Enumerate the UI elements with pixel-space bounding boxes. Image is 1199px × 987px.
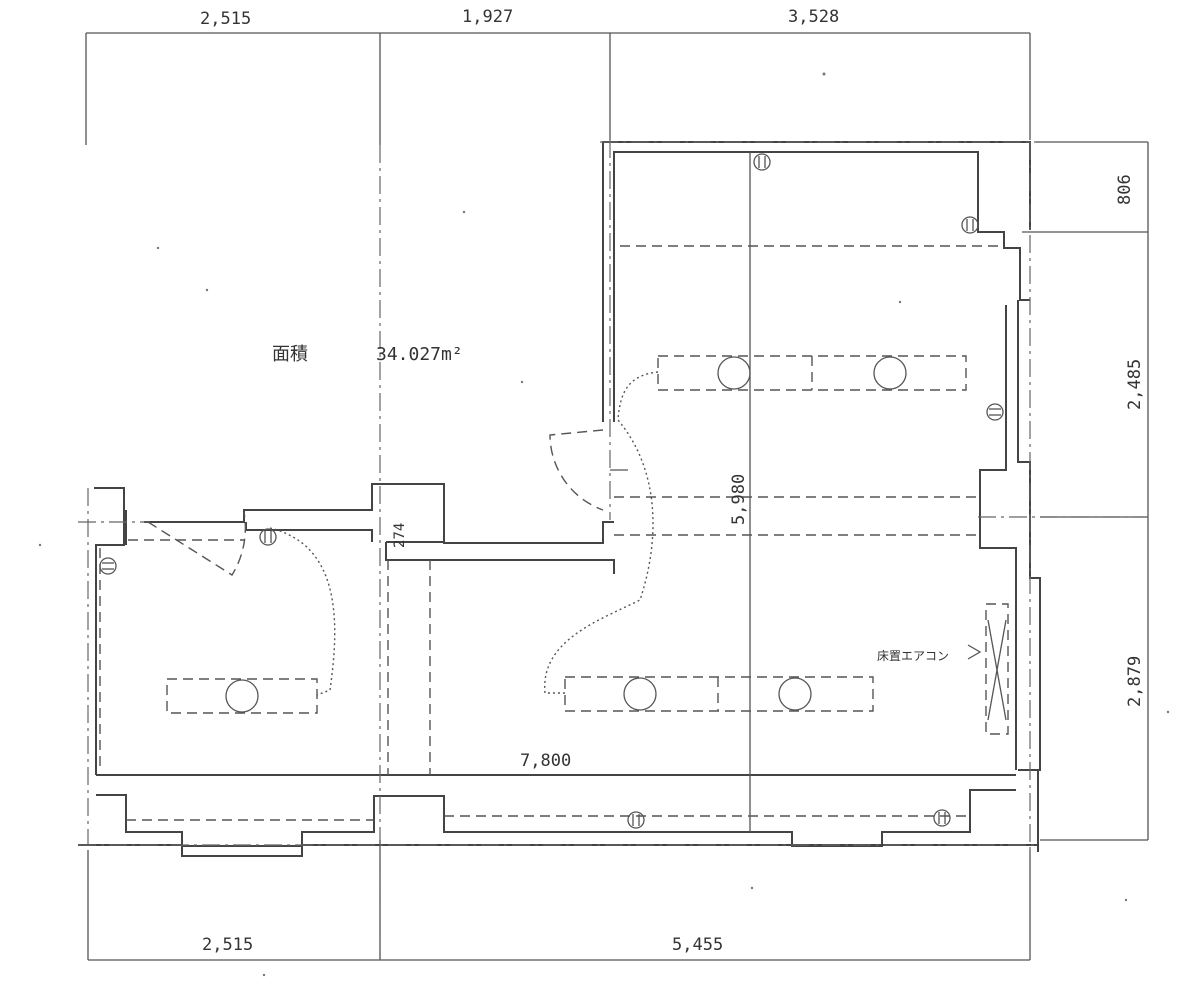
walls bbox=[78, 141, 1041, 857]
interior-lines bbox=[78, 140, 1148, 960]
outlet-icon bbox=[933, 809, 951, 827]
dim-top-2: 1,927 bbox=[462, 7, 513, 27]
dim-interior-width: 7,800 bbox=[520, 751, 571, 771]
dim-bottom-1: 2,515 bbox=[202, 935, 253, 955]
dim-right-1: 806 bbox=[1115, 174, 1135, 205]
dim-small-offset: 274 bbox=[392, 523, 408, 548]
outlets bbox=[99, 153, 1004, 829]
outlet-icon bbox=[986, 403, 1004, 421]
dim-top-3: 3,528 bbox=[788, 7, 839, 27]
area-value: 34.027m² bbox=[376, 344, 463, 365]
dimension-labels: 2,515 1,927 3,528 2,515 5,455 806 2,485 … bbox=[200, 7, 1145, 955]
dim-right-3: 2,879 bbox=[1125, 656, 1145, 707]
wiring bbox=[269, 371, 659, 696]
scan-specks bbox=[38, 72, 1170, 977]
area-title: 面積 bbox=[272, 344, 308, 365]
area-label: 面積 34.027m² bbox=[272, 344, 463, 365]
floor-aircon-label: 床置エアコン bbox=[877, 649, 949, 663]
dim-top-1: 2,515 bbox=[200, 9, 251, 29]
light-fixture-left bbox=[166, 678, 318, 714]
outlet-icon bbox=[753, 153, 771, 171]
floor-aircon-unit bbox=[967, 603, 1009, 735]
doors bbox=[147, 429, 628, 576]
dim-interior-height: 5,980 bbox=[729, 474, 749, 525]
outlet-icon bbox=[259, 528, 277, 546]
light-fixture-upper bbox=[657, 355, 967, 391]
outlet-icon bbox=[961, 216, 979, 234]
dashed-lines bbox=[99, 245, 1000, 821]
outlet-icon bbox=[99, 557, 117, 575]
outlet-icon bbox=[627, 811, 645, 829]
dim-right-2: 2,485 bbox=[1125, 359, 1145, 410]
dim-bottom-2: 5,455 bbox=[672, 935, 723, 955]
light-fixture-lower bbox=[564, 676, 874, 712]
